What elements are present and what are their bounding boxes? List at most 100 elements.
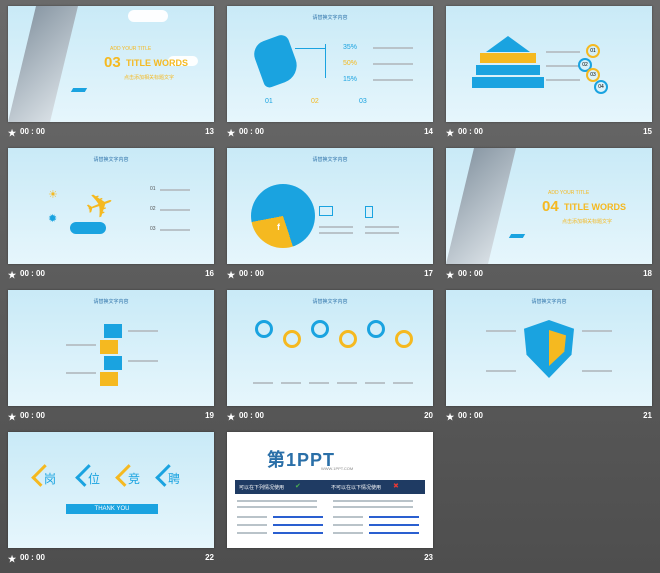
cloud-icon — [70, 222, 106, 234]
badge-3: 03 — [586, 68, 600, 82]
title-char: 竞 — [128, 472, 141, 486]
slide-thumb-20[interactable]: 请替换文字内容 ★00 : 00 20 — [227, 290, 437, 428]
slide-thumb-18[interactable]: ADD YOUR TITLE 04 TITLE WORDS 点击添加相关标题文字… — [446, 148, 656, 286]
slide-canvas: 请替换文字内容 f — [227, 148, 433, 264]
slide-canvas: 第1PPT WWW.1PPT.COM 可以在下列情况使用 不可以在以下情况使用 … — [227, 432, 433, 548]
slide-number: 20 — [424, 411, 433, 420]
slide-number: 17 — [424, 269, 433, 278]
slide-number: 21 — [643, 411, 652, 420]
thank-you-bar: THANK YOU — [66, 504, 158, 514]
pyramid-top — [486, 36, 530, 52]
section-title: TITLE WORDS — [564, 202, 626, 212]
badge-4: 04 — [594, 80, 608, 94]
badge-2: 02 — [578, 58, 592, 72]
star-icon[interactable]: ★ — [8, 412, 17, 422]
slide-title: 请替换文字内容 — [312, 299, 348, 305]
star-icon[interactable]: ★ — [8, 128, 17, 138]
check-icon: ✔ — [295, 483, 301, 490]
slide-timing: 00 : 00 — [20, 269, 45, 278]
slide-title: 请替换文字内容 — [531, 299, 567, 305]
star-icon[interactable]: ★ — [227, 128, 236, 138]
pin-icon — [255, 320, 273, 338]
slide-title: 请替换文字内容 — [93, 299, 129, 305]
slide-canvas: ADD YOUR TITLE 04 TITLE WORDS 点击添加相关标题文字 — [446, 148, 652, 264]
slide-timing: 00 : 00 — [239, 269, 264, 278]
cross-icon: ✖ — [393, 483, 399, 490]
star-icon[interactable]: ★ — [446, 270, 455, 280]
slide-canvas: 请替换文字内容 ☀ ✹ ✈ 01 02 03 — [8, 148, 214, 264]
star-icon[interactable]: ★ — [8, 270, 17, 280]
sun-icon: ☀ — [48, 189, 58, 201]
sun-icon: ✹ — [48, 213, 58, 225]
not-allowed-heading: 不可以在以下情况使用 — [331, 485, 382, 491]
brand-logo: 第1PPT — [267, 450, 336, 470]
allowed-heading: 可以在下列情况使用 — [239, 485, 285, 491]
pie-graphic — [251, 184, 315, 248]
slide-canvas: 请替换文字内容 — [8, 290, 214, 406]
percent-2: 50% — [343, 60, 358, 67]
slide-timing: 00 : 00 — [239, 411, 264, 420]
slide-timing: 00 : 00 — [239, 127, 264, 136]
slide-thumb-17[interactable]: 请替换文字内容 f ★00 : 00 17 — [227, 148, 437, 286]
photo-hand-writing — [446, 148, 516, 264]
badge-1: 01 — [586, 44, 600, 58]
star-icon[interactable]: ★ — [227, 412, 236, 422]
slide-number: 22 — [205, 553, 214, 562]
section-title: TITLE WORDS — [126, 58, 188, 68]
percent-1: 35% — [343, 44, 358, 51]
pin-icon — [339, 330, 357, 348]
star-icon[interactable]: ★ — [8, 554, 17, 564]
slide-thumb-23[interactable]: 第1PPT WWW.1PPT.COM 可以在下列情况使用 不可以在以下情况使用 … — [227, 432, 437, 570]
slide-timing: 00 : 00 — [20, 553, 45, 562]
star-icon[interactable]: ★ — [446, 128, 455, 138]
slide-canvas: 请替换文字内容 — [227, 290, 433, 406]
title-char: 聘 — [168, 472, 181, 486]
pin-icon — [311, 320, 329, 338]
slide-number: 18 — [643, 269, 652, 278]
section-number: 04 — [542, 198, 559, 215]
slide-number: 23 — [424, 553, 433, 562]
pin-icon — [367, 320, 385, 338]
hand-icon — [250, 32, 302, 90]
brand-url: WWW.1PPT.COM — [321, 466, 354, 471]
section-kicker: ADD YOUR TITLE — [548, 190, 590, 196]
title-char: 位 — [88, 472, 101, 486]
item-1: 01 — [150, 186, 156, 192]
slide-canvas: 请替换文字内容 — [446, 290, 652, 406]
slide-thumb-21[interactable]: 请替换文字内容 ★00 : 00 21 — [446, 290, 656, 428]
slide-thumb-13[interactable]: ADD YOUR TITLE 03 TITLE WORDS 点击添加相关标题文字… — [8, 6, 218, 144]
slide-timing: 00 : 00 — [458, 127, 483, 136]
item-3: 03 — [150, 226, 156, 232]
section-subtitle: 点击添加相关标题文字 — [124, 75, 175, 81]
step-3: 03 — [359, 98, 367, 105]
slide-thumb-22[interactable]: 岗 位 竞 聘 THANK YOU ★00 : 00 22 — [8, 432, 218, 570]
percent-3: 15% — [343, 76, 358, 83]
slide-canvas: 请替换文字内容 35% 50% 15% 01 02 03 — [227, 6, 433, 122]
slide-timing: 00 : 00 — [20, 411, 45, 420]
slide-canvas: 01 02 03 04 — [446, 6, 652, 122]
title-char: 岗 — [44, 472, 57, 486]
slide-number: 16 — [205, 269, 214, 278]
facebook-icon: f — [277, 222, 280, 232]
slide-timing: 00 : 00 — [458, 411, 483, 420]
slide-canvas: ADD YOUR TITLE 03 TITLE WORDS 点击添加相关标题文字 — [8, 6, 214, 122]
slide-canvas: 岗 位 竞 聘 THANK YOU — [8, 432, 214, 548]
star-icon[interactable]: ★ — [446, 412, 455, 422]
section-subtitle: 点击添加相关标题文字 — [562, 219, 613, 225]
slide-thumb-14[interactable]: 请替换文字内容 35% 50% 15% 01 02 03 ★00 : 00 14 — [227, 6, 437, 144]
slide-title: 请替换文字内容 — [312, 15, 348, 21]
section-kicker: ADD YOUR TITLE — [110, 46, 152, 52]
pin-icon — [283, 330, 301, 348]
slide-thumb-19[interactable]: 请替换文字内容 ★00 : 00 19 — [8, 290, 218, 428]
slide-title: 请替换文字内容 — [93, 157, 129, 163]
item-2: 02 — [150, 206, 156, 212]
slide-thumb-16[interactable]: 请替换文字内容 ☀ ✹ ✈ 01 02 03 ★00 : 00 16 — [8, 148, 218, 286]
photo-hand-writing — [8, 6, 78, 122]
step-1: 01 — [265, 98, 273, 105]
slide-number: 19 — [205, 411, 214, 420]
star-icon[interactable]: ★ — [227, 270, 236, 280]
slide-number: 14 — [424, 127, 433, 136]
slide-timing: 00 : 00 — [458, 269, 483, 278]
step-2: 02 — [311, 98, 319, 105]
